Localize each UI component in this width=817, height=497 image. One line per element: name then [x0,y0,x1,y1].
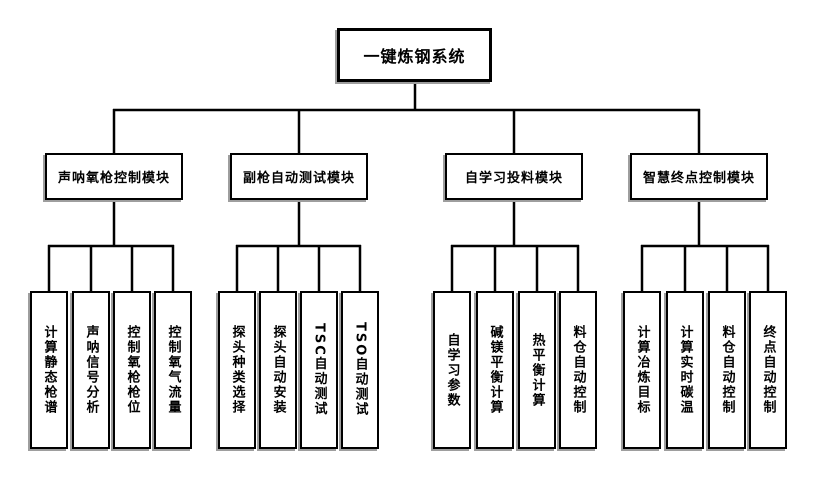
leaf-label: TSC自动测试 [311,323,327,417]
leaf-node: TSO自动测试 [341,291,379,449]
leaf-node: 终点自动控制 [749,291,787,449]
leaf-label: 控制氧枪枪位 [124,325,140,415]
leaf-label: TSO自动测试 [352,322,368,418]
leaf-label: 控制氧气流量 [165,325,181,415]
leaf-node: 自学习参数 [433,291,471,449]
leaf-label: 料仓自动控制 [719,325,735,415]
leaf-label: 计算静态枪谱 [41,325,57,415]
leaf-node: 料仓自动控制 [708,291,746,449]
leaf-node: 声呐信号分析 [72,291,110,449]
leaf-label: 自学习参数 [444,332,460,408]
leaf-node: 料仓自动控制 [559,291,597,449]
leaf-node: 热平衡计算 [518,291,556,449]
leaf-label: 计算冶炼目标 [634,325,650,415]
root-node-system: 一键炼钢系统 [337,28,492,82]
leaf-label: 探头自动安装 [270,325,286,415]
leaf-node: 计算冶炼目标 [623,291,661,449]
leaf-node: 计算实时碳温 [666,291,704,449]
leaf-label: 热平衡计算 [529,332,545,408]
leaf-node: 探头种类选择 [218,291,256,449]
leaf-node: 控制氧气流量 [154,291,192,449]
module-node-sonar-lance-control: 声呐氧枪控制模块 [45,153,183,200]
leaf-node: TSC自动测试 [300,291,338,449]
leaf-label: 碱镁平衡计算 [487,325,503,415]
leaf-node: 计算静态枪谱 [30,291,68,449]
leaf-label: 探头种类选择 [229,325,245,415]
leaf-label: 计算实时碳温 [677,325,693,415]
module-node-smart-endpoint-control: 智慧终点控制模块 [630,153,768,200]
leaf-node: 控制氧枪枪位 [113,291,151,449]
module-node-sublance-auto-test: 副枪自动测试模块 [230,153,368,200]
module-node-selflearning-charging: 自学习投料模块 [445,153,583,200]
leaf-label: 料仓自动控制 [570,325,586,415]
leaf-node: 探头自动安装 [259,291,297,449]
leaf-label: 声呐信号分析 [83,325,99,415]
leaf-label: 终点自动控制 [760,325,776,415]
leaf-node: 碱镁平衡计算 [476,291,514,449]
